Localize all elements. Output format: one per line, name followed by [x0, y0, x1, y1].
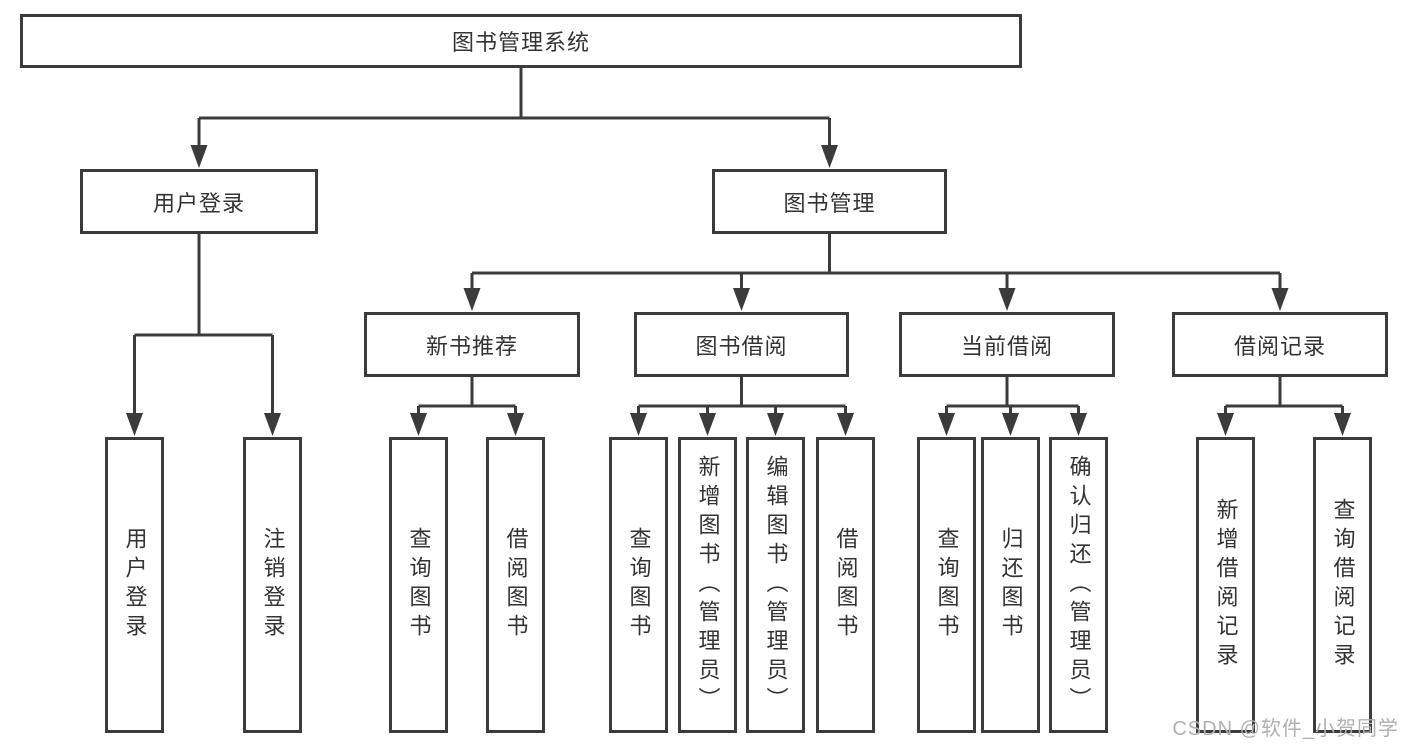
node-new-book-recommendation: 新书推荐 — [364, 312, 580, 377]
node-label: 图书管理系统 — [451, 30, 590, 55]
leaf-logout: 注销登录 — [243, 437, 302, 733]
node-user-login: 用户登录 — [80, 169, 318, 234]
leaf-label: 查询图书 — [406, 527, 432, 643]
node-book-management: 图书管理 — [712, 169, 947, 234]
leaf-confirm-return-admin: 确认归还（管理员） — [1049, 437, 1108, 733]
leaf-borrow-books-recommend: 借阅图书 — [486, 437, 545, 733]
leaf-label: 查询图书 — [934, 527, 960, 643]
leaf-query-books-current: 查询图书 — [917, 437, 976, 733]
node-label: 新书推荐 — [425, 333, 518, 359]
leaf-label: 借阅图书 — [503, 527, 529, 643]
leaf-borrow-books-borrowing: 借阅图书 — [816, 437, 875, 733]
leaf-query-books-borrowing: 查询图书 — [609, 437, 668, 733]
leaf-label: 新增借阅记录 — [1213, 498, 1239, 672]
leaf-label: 查询借阅记录 — [1330, 498, 1356, 672]
leaf-label: 借阅图书 — [833, 527, 859, 643]
node-borrowing-records: 借阅记录 — [1172, 312, 1388, 377]
leaf-query-borrow-record: 查询借阅记录 — [1313, 437, 1372, 733]
leaf-label: 确认归还（管理员） — [1066, 454, 1092, 716]
leaf-label: 新增图书（管理员） — [695, 454, 721, 716]
leaf-return-books: 归还图书 — [981, 437, 1040, 733]
leaf-label: 用户登录 — [122, 527, 148, 643]
node-label: 借阅记录 — [1233, 333, 1326, 359]
leaf-label: 编辑图书（管理员） — [763, 454, 789, 716]
watermark: CSDN @软件_小贺同学 — [1172, 718, 1399, 740]
leaf-add-book-admin: 新增图书（管理员） — [678, 437, 737, 733]
leaf-user-login: 用户登录 — [105, 437, 164, 733]
node-label: 图书管理 — [783, 190, 876, 216]
leaf-label: 注销登录 — [260, 527, 286, 643]
node-label: 用户登录 — [152, 190, 245, 216]
leaf-edit-book-admin: 编辑图书（管理员） — [746, 437, 805, 733]
node-library-management-system: 图书管理系统 — [20, 14, 1022, 68]
node-current-borrowing: 当前借阅 — [899, 312, 1115, 377]
leaf-label: 归还图书 — [998, 527, 1024, 643]
node-label: 图书借阅 — [695, 333, 788, 359]
node-label: 当前借阅 — [960, 333, 1053, 359]
leaf-label: 查询图书 — [626, 527, 652, 643]
tree-edges — [133, 68, 1344, 418]
leaf-add-borrow-record: 新增借阅记录 — [1196, 437, 1255, 733]
arrowheads — [126, 145, 1351, 436]
leaf-query-books-recommend: 查询图书 — [389, 437, 448, 733]
node-book-borrowing: 图书借阅 — [634, 312, 849, 377]
